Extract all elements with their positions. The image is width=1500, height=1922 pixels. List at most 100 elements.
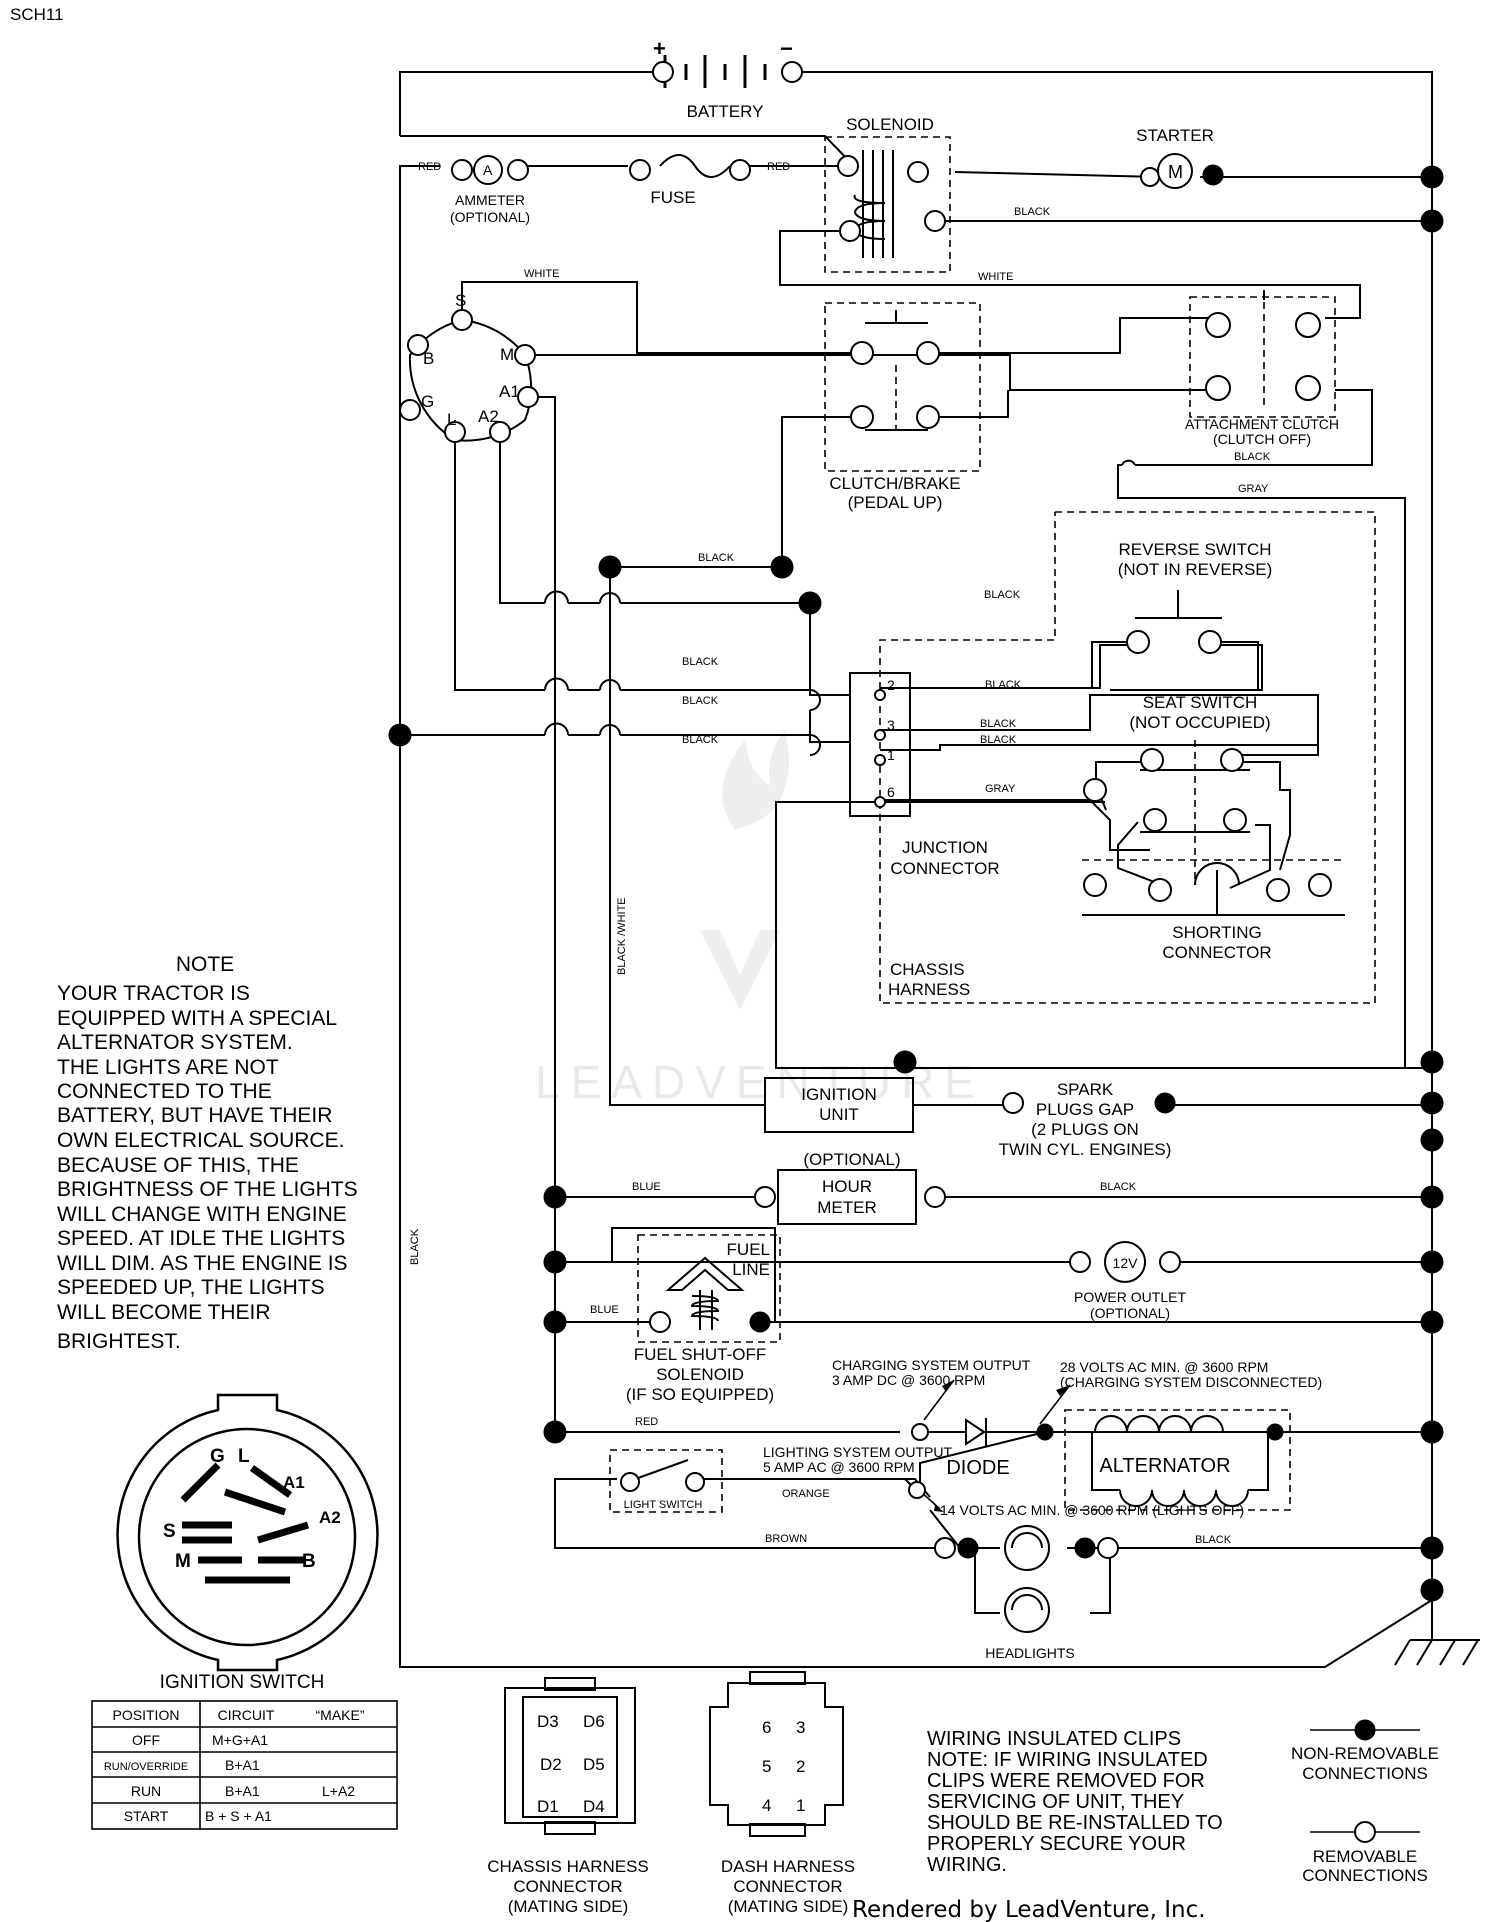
note-line: BRIGHTNESS OF THE LIGHTS: [57, 1178, 358, 1201]
table-cell-extra: L+A2: [322, 1783, 355, 1799]
wire-red-fuse: RED: [767, 161, 790, 173]
diode-symbol: [965, 1418, 986, 1446]
dash-pin-3: 3: [796, 1718, 805, 1737]
legend-nonremovable-sub: CONNECTIONS: [1302, 1764, 1428, 1783]
dash-pin-1: 1: [796, 1796, 805, 1815]
spark-plugs-label-3: (2 PLUGS ON: [1031, 1120, 1139, 1139]
alternator-label: ALTERNATOR: [1099, 1455, 1230, 1477]
battery: + − BATTERY: [652, 36, 803, 121]
legend-removable-sub: CONNECTIONS: [1302, 1866, 1428, 1885]
attachment-clutch-label: ATTACHMENT CLUTCH: [1185, 416, 1339, 432]
solenoid-label: SOLENOID: [846, 115, 934, 134]
terminal-a1: A1: [499, 382, 520, 401]
wire-red-charge: RED: [635, 1416, 658, 1428]
starter-symbol: M: [1168, 162, 1183, 182]
wire-black-starter: BLACK: [1014, 206, 1051, 218]
headlights: HEADLIGHTS: [934, 1525, 1119, 1661]
wire-black-vertical: BLACK: [409, 1228, 421, 1265]
ignition-switch-title: IGNITION SWITCH: [160, 1672, 325, 1693]
wire-orange: ORANGE: [782, 1488, 830, 1500]
wire-black-hour: BLACK: [1100, 1181, 1137, 1193]
face-label-l: L: [238, 1446, 250, 1467]
clips-note-line: SERVICING OF UNIT, THEY: [927, 1791, 1184, 1813]
table-cell-circuit: B+A1: [225, 1757, 260, 1773]
ignition-unit-label: IGNITION: [801, 1085, 877, 1104]
note-title: NOTE: [176, 953, 234, 976]
clips-note-line: SHOULD BE RE-INSTALLED TO: [927, 1812, 1223, 1834]
dash-pin-4: 4: [762, 1796, 771, 1815]
battery-minus: −: [780, 36, 793, 61]
reverse-switch-sublabel: (NOT IN REVERSE): [1118, 560, 1273, 579]
wire-labels: RED RED BLACK WHITE WHITE BLACK GRAY BLA…: [409, 161, 1271, 1546]
chassis-harness-sublabel: HARNESS: [888, 980, 970, 999]
junction-pin-3: 3: [887, 717, 895, 733]
clips-note-line: WIRING.: [927, 1854, 1007, 1876]
light-switch: LIGHT SWITCH: [609, 1449, 723, 1513]
alternator-box: [1064, 1409, 1291, 1511]
dash-pin-2: 2: [796, 1757, 805, 1776]
wire-black-clutch: BLACK: [698, 552, 735, 564]
volts28-sublabel: (CHARGING SYSTEM DISCONNECTED): [1060, 1374, 1322, 1390]
clips-note-line: NOTE: IF WIRING INSULATED: [927, 1749, 1208, 1771]
face-label-b: B: [302, 1551, 316, 1572]
note-line: BRIGHTEST.: [57, 1330, 181, 1353]
ammeter-optional: (OPTIONAL): [450, 209, 530, 225]
wire-blue-hour: BLUE: [632, 1181, 661, 1193]
wire-black-left-1: BLACK: [682, 656, 719, 668]
legend-removable: REMOVABLE: [1313, 1847, 1418, 1866]
power-outlet-label: POWER OUTLET: [1074, 1289, 1186, 1305]
clutch-brake-label: CLUTCH/BRAKE: [829, 474, 960, 493]
chassis-harness-connector: D3 D6 D2 D5 D1 D4 CHASSIS HARNESS CONNEC…: [487, 1677, 649, 1916]
dash-pin-5: 5: [762, 1757, 771, 1776]
table-header-circuit: CIRCUIT: [218, 1707, 275, 1723]
attachment-clutch-sublabel: (CLUTCH OFF): [1213, 431, 1311, 447]
wire-black-left-2: BLACK: [682, 695, 719, 707]
hour-meter-optional: (OPTIONAL): [803, 1150, 900, 1169]
note-line: BECAUSE OF THIS, THE: [57, 1154, 299, 1177]
hour-meter: (OPTIONAL) HOUR METER: [754, 1150, 946, 1225]
table-cell-position: START: [124, 1808, 169, 1824]
dash-connector-note: (MATING SIDE): [728, 1897, 849, 1916]
attachment-clutch-switch: ATTACHMENT CLUTCH (CLUTCH OFF): [1185, 290, 1339, 447]
fuse-label: FUSE: [650, 188, 695, 207]
hour-meter-label: HOUR: [822, 1177, 872, 1196]
clips-note-line: PROPERLY SECURE YOUR: [927, 1833, 1186, 1855]
junction-pin-1: 1: [887, 747, 895, 763]
clutch-brake-sublabel: (PEDAL UP): [848, 493, 943, 512]
wire-blue-fuel: BLUE: [590, 1304, 619, 1316]
note-line: WILL CHANGE WITH ENGINE: [57, 1203, 347, 1226]
table-cell-circuit: B+A1: [225, 1783, 260, 1799]
ignition-unit: IGNITION UNIT SPARK PLUGS GAP (2 PLUGS O…: [610, 1077, 1176, 1159]
fuel-solenoid-sublabel: SOLENOID: [656, 1365, 744, 1384]
junction-pin-2: 2: [887, 677, 895, 693]
wire-black-white: BLACK /WHITE: [616, 897, 628, 975]
chassis-connector-sublabel: CONNECTOR: [513, 1877, 622, 1896]
wire-red-ammeter: RED: [418, 161, 441, 173]
note-line: BATTERY, BUT HAVE THEIR: [57, 1104, 332, 1127]
light-switch-label: LIGHT SWITCH: [624, 1499, 703, 1511]
battery-plus: +: [653, 36, 666, 61]
legend-open-dot: [1354, 1821, 1376, 1843]
clutch-brake-switch: CLUTCH/BRAKE (PEDAL UP): [824, 302, 981, 512]
dash-connector-label: DASH HARNESS: [721, 1857, 855, 1876]
shorting-connector-sublabel: CONNECTOR: [1162, 943, 1271, 962]
dash-harness-connector: 6 3 5 2 4 1 DASH HARNESS CONNECTOR (MATI…: [709, 1671, 855, 1916]
table-cell-position: OFF: [132, 1732, 160, 1748]
wires: [399, 67, 1433, 1668]
legend-filled-dot: [1354, 1719, 1376, 1741]
seat-switch-sublabel: (NOT OCCUPIED): [1129, 713, 1270, 732]
fuel-solenoid-label: FUEL SHUT-OFF: [634, 1345, 767, 1364]
reverse-switch: REVERSE SWITCH (NOT IN REVERSE): [880, 540, 1273, 691]
dash-connector-sublabel: CONNECTOR: [733, 1877, 842, 1896]
fuel-shutoff-solenoid: FUEL LINE FUEL SHUT-OFF SOLENOID (IF SO …: [626, 1234, 781, 1404]
ignition-switch-terminals: S B M G A1 L A2: [399, 291, 539, 443]
wire-black-pin2: BLACK: [985, 679, 1022, 691]
note-line: OWN ELECTRICAL SOURCE.: [57, 1129, 344, 1152]
watermark: LEADVENTURE: [535, 730, 975, 1108]
table-cell-circuit: M+G+A1: [212, 1732, 268, 1748]
junction-connector: 2 3 1 6 JUNCTION CONNECTOR: [849, 672, 1000, 878]
wire-black-reverse: BLACK: [984, 589, 1021, 601]
clips-note: WIRING INSULATED CLIPS NOTE: IF WIRING I…: [927, 1728, 1223, 1876]
junction-connector-sublabel: CONNECTOR: [890, 859, 999, 878]
